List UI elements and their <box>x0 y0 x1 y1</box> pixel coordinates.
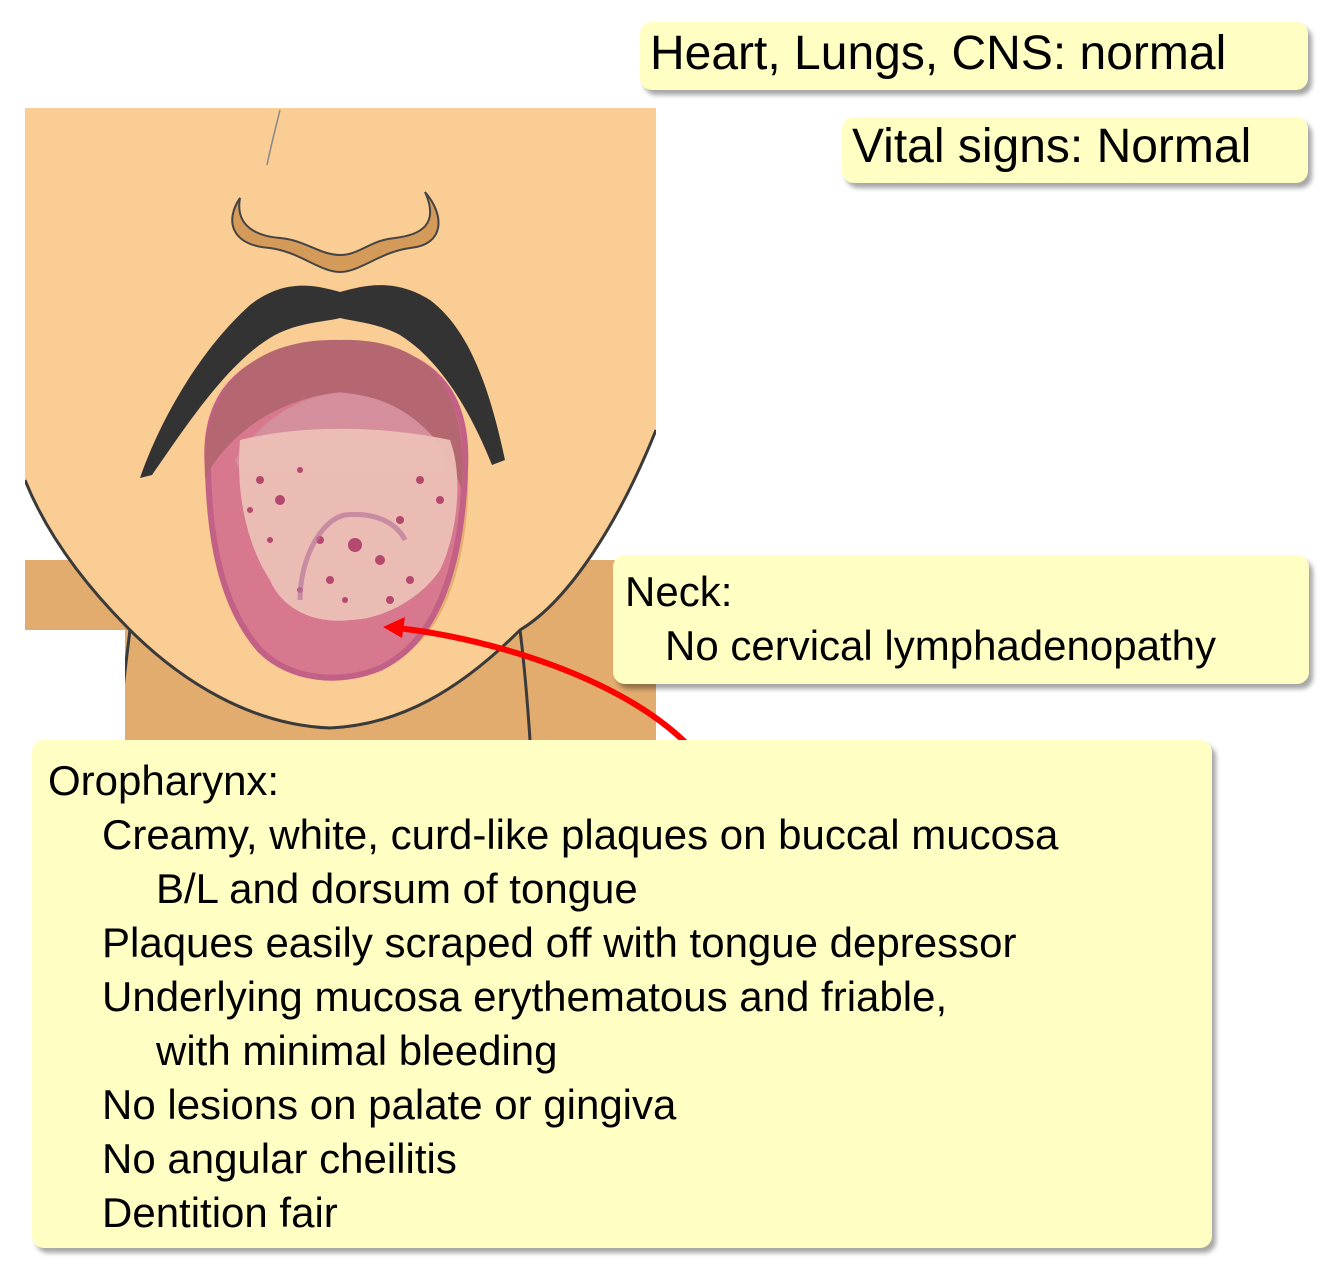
finding-line: No angular cheilitis <box>102 1135 457 1182</box>
finding-line: No lesions on palate or gingiva <box>102 1081 677 1128</box>
arrowhead <box>383 617 405 638</box>
plaques <box>239 428 458 621</box>
oropharynx-box: Oropharynx: Creamy, white, curd-like pla… <box>32 740 1212 1248</box>
neck-title: Neck: <box>625 568 733 615</box>
upper-lip <box>204 339 463 490</box>
finding-line: with minimal bleeding <box>156 1027 558 1074</box>
neck-box: Neck: No cervical lymphadenopathy <box>613 555 1309 684</box>
oropharynx-title: Oropharynx: <box>48 757 280 804</box>
vitals-box: Vital signs: Normal <box>842 117 1308 183</box>
finding-line: Dentition fair <box>102 1189 338 1236</box>
neck-line: No cervical lymphadenopathy <box>665 622 1216 669</box>
vitals-text: Vital signs: Normal <box>852 120 1252 173</box>
finding-line: Plaques easily scraped off with tongue d… <box>102 919 1017 966</box>
systems-text: Heart, Lungs, CNS: normal <box>650 27 1227 80</box>
finding-line: Creamy, white, curd-like plaques on bucc… <box>102 811 1059 858</box>
systems-box: Heart, Lungs, CNS: normal <box>640 22 1308 90</box>
mustache <box>140 285 505 478</box>
pointer-arrow <box>397 625 688 745</box>
nose <box>231 191 440 274</box>
finding-line: Underlying mucosa erythematous and friab… <box>102 973 948 1020</box>
finding-line: B/L and dorsum of tongue <box>156 865 638 912</box>
